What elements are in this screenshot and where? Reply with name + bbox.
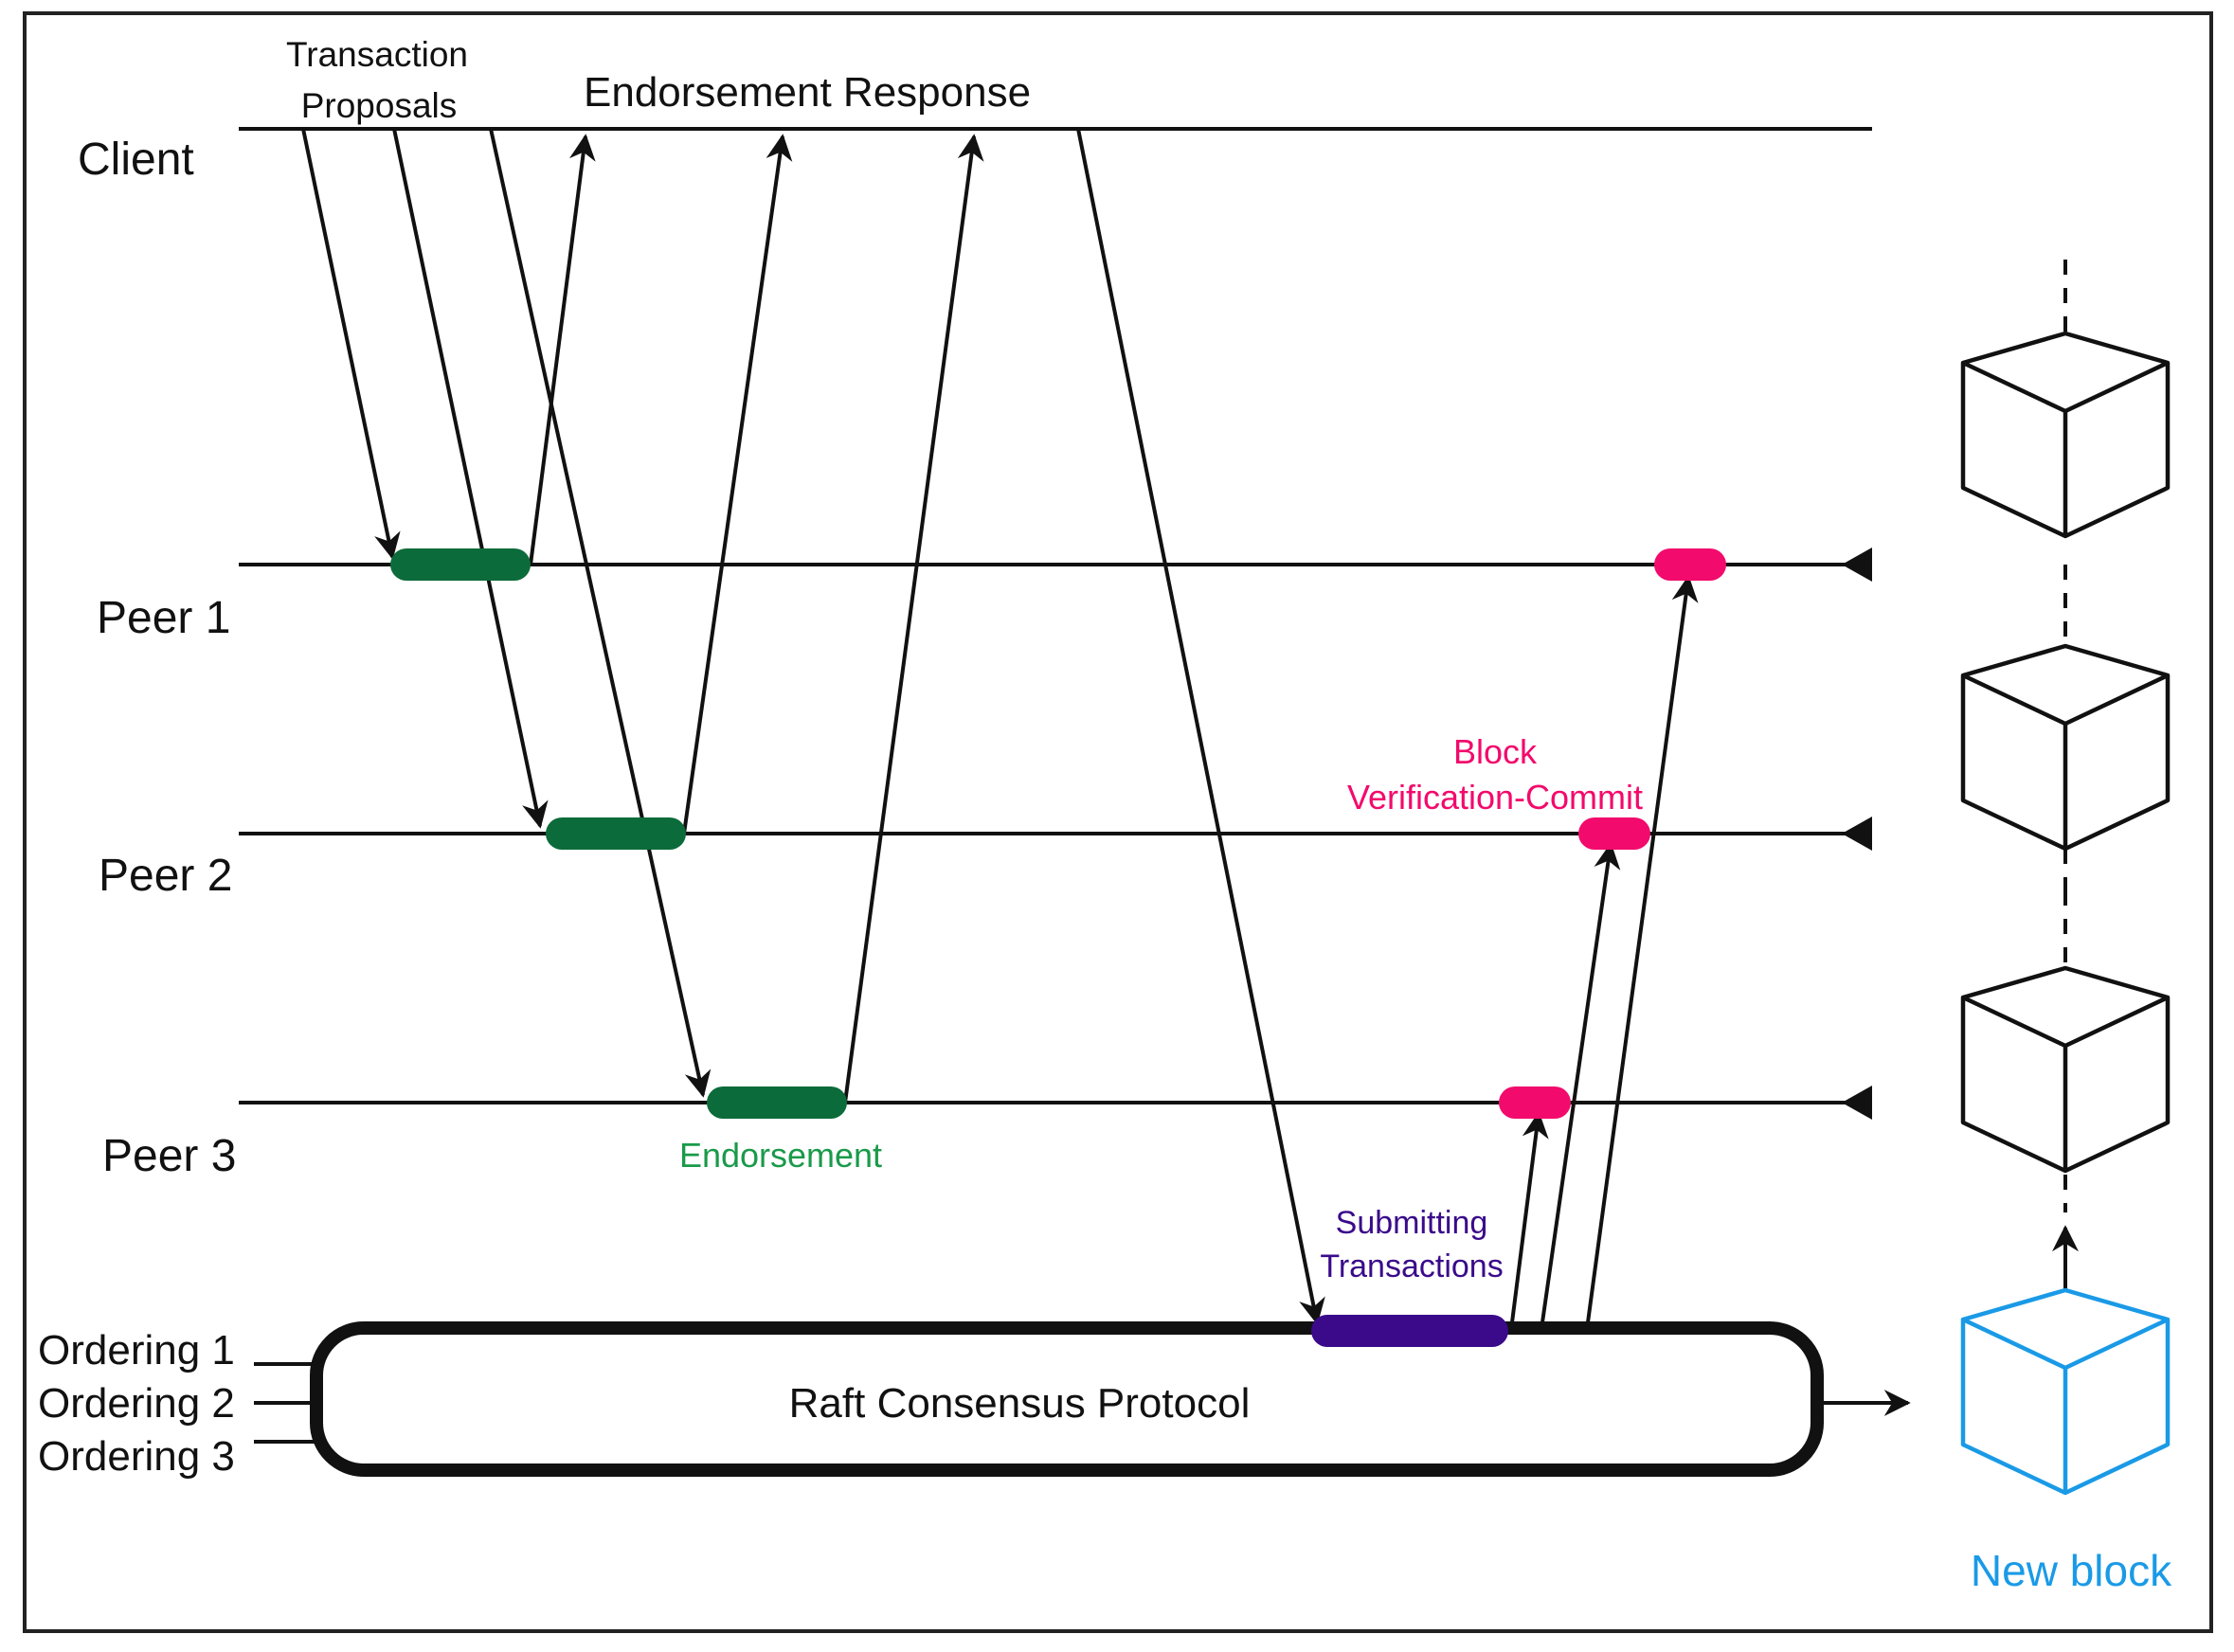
peer2-commit-bar [1578,817,1650,850]
transaction-proposals-label-line2: Proposals [301,86,458,125]
endorsement-label: Endorsement [679,1136,882,1175]
peer3-label: Peer 3 [102,1131,236,1181]
submitting-label-line2: Transactions [1320,1248,1503,1284]
submitting-transactions-bar [1311,1315,1508,1347]
peer1-end-triangle [1842,548,1872,582]
peer2-endorsement-bar [546,817,686,850]
deliver-arrow-peer2 [1540,842,1621,1323]
response-arrow-peer2 [682,134,793,835]
proposal-arrow-peer3 [489,128,712,1098]
new-block-label: New block [1971,1546,2172,1595]
block-commit-label-line2: Verification-Commit [1347,778,1643,817]
proposal-arrow-peer2 [392,128,549,829]
deliver-arrow-peer3 [1510,1111,1549,1323]
transaction-proposals-label-line1: Transaction [286,35,468,74]
cube-icon [1960,965,2171,1174]
peer3-commit-bar [1499,1086,1571,1119]
ordering3-label: Ordering 3 [38,1433,235,1480]
response-arrow-peer3 [843,134,984,1104]
ordering1-label: Ordering 1 [38,1327,235,1374]
client-label: Client [78,135,194,185]
cube-icon [1960,643,2171,852]
peer2-label: Peer 2 [99,851,232,901]
peer2-end-triangle [1842,817,1872,851]
cube-icon [1960,331,2171,539]
block-commit-label-line1: Block [1453,732,1538,771]
endorsement-response-label: Endorsement Response [584,69,1031,116]
peer1-label: Peer 1 [97,593,230,643]
response-arrow-peer1 [529,134,596,566]
deliver-arrow-peer1 [1586,575,1699,1323]
submit-arrow [1076,128,1325,1325]
ordering2-label: Ordering 2 [38,1380,235,1427]
submitting-label-line1: Submitting [1336,1205,1488,1241]
peer3-endorsement-bar [707,1086,847,1119]
peer1-endorsement-bar [390,548,531,581]
raft-consensus-box [310,1321,1824,1477]
peer3-end-triangle [1842,1086,1872,1120]
new-block-cube-icon [1960,1287,2171,1496]
proposal-arrow-peer1 [301,128,401,560]
diagram-frame [23,11,2213,1633]
raft-consensus-label: Raft Consensus Protocol [789,1380,1251,1427]
peer1-commit-bar [1654,548,1726,581]
